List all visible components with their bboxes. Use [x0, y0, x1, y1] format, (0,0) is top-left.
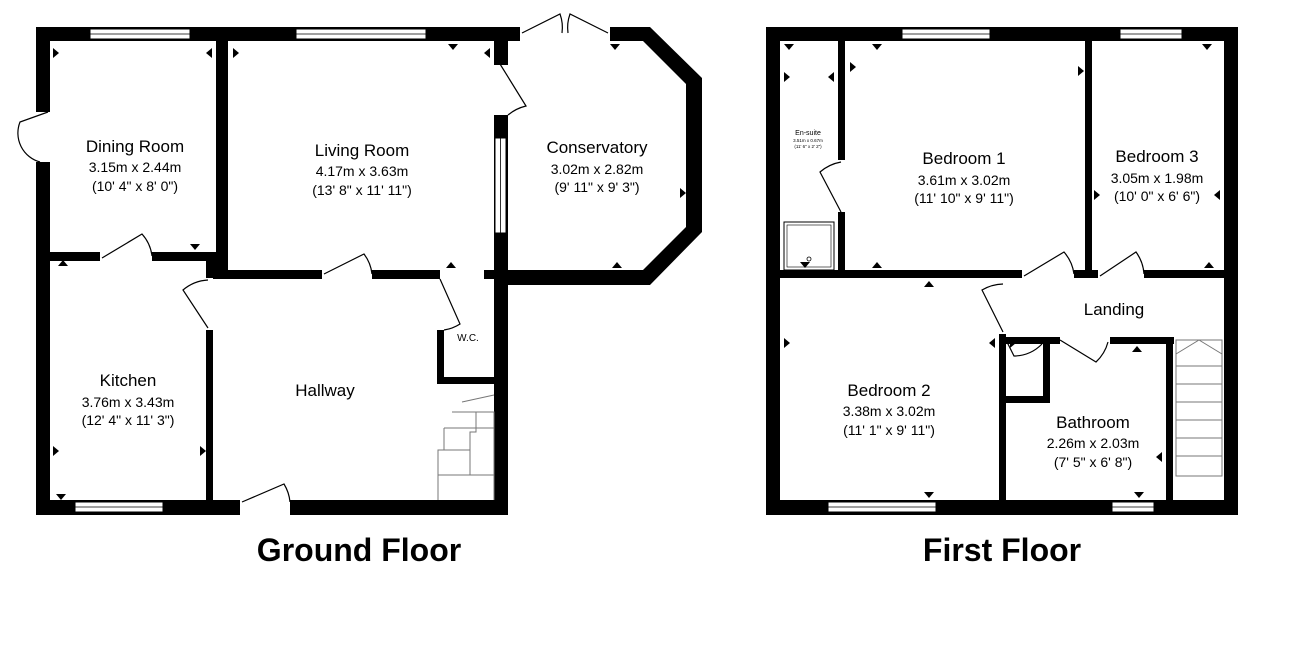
hallway-name: Hallway [295, 381, 355, 400]
wall [1166, 337, 1173, 505]
wall [36, 27, 50, 515]
door [182, 279, 209, 329]
door [819, 161, 842, 213]
wc-wall [437, 377, 497, 384]
dining-room-name: Dining Room [86, 137, 184, 156]
ensuite-imperial: (11' 6" x 2' 2") [794, 144, 822, 149]
door [567, 13, 609, 34]
wall [494, 27, 508, 65]
kitchen-metric: 3.76m x 3.43m [82, 394, 175, 410]
staircase [1175, 339, 1223, 477]
bathroom-metric: 2.26m x 2.03m [1047, 435, 1140, 451]
bathroom-name: Bathroom [1056, 413, 1130, 432]
wall [1043, 337, 1050, 403]
door [1059, 339, 1109, 363]
dining-room-metric: 3.15m x 2.44m [89, 159, 182, 175]
door [17, 111, 49, 163]
conservatory-metric: 3.02m x 2.82m [551, 161, 644, 177]
bedroom2-imperial: (11' 1" x 9' 11") [843, 422, 935, 438]
first-floor-title: First Floor [923, 532, 1081, 568]
door [499, 63, 527, 116]
kitchen-imperial: (12' 4" x 11' 3") [82, 412, 175, 428]
bedroom1-metric: 3.61m x 3.02m [918, 172, 1011, 188]
wall [1006, 337, 1060, 344]
bedroom1-imperial: (11' 10" x 9' 11") [914, 190, 1014, 206]
door [1023, 251, 1075, 277]
bedroom2-metric: 3.38m x 3.02m [843, 403, 936, 419]
wc-name: W.C. [457, 333, 479, 344]
ensuite-metric: 3.51m x 0.67m [793, 138, 823, 143]
first-floor-plan: En-suite 3.51m x 0.67m (11' 6" x 2' 2") … [766, 27, 1238, 568]
bedroom3-metric: 3.05m x 1.98m [1111, 170, 1204, 186]
living-room-name: Living Room [315, 141, 410, 160]
staircase [437, 394, 495, 500]
bedroom2-name: Bedroom 2 [847, 381, 930, 400]
door [981, 283, 1004, 333]
wall [838, 27, 845, 275]
wall [216, 27, 228, 277]
wall [999, 334, 1006, 504]
living-room-imperial: (13' 8" x 11' 11") [312, 182, 412, 198]
room-markers [53, 44, 686, 500]
wall [1085, 27, 1092, 277]
wall [766, 270, 1238, 278]
conservatory-name: Conservatory [546, 138, 648, 157]
door [1005, 339, 1043, 357]
door [1099, 251, 1145, 277]
wall [1006, 396, 1050, 403]
room-markers [784, 44, 1220, 498]
shower-tray [783, 221, 835, 271]
ensuite-name: En-suite [795, 130, 821, 137]
door [241, 483, 291, 503]
bathroom-imperial: (7' 5" x 6' 8") [1054, 454, 1132, 470]
wc-wall [437, 330, 444, 384]
kitchen-name: Kitchen [100, 371, 157, 390]
dining-room-imperial: (10' 4" x 8' 0") [92, 178, 178, 194]
living-room-metric: 4.17m x 3.63m [316, 163, 409, 179]
wall [494, 272, 508, 515]
bedroom1-name: Bedroom 1 [922, 149, 1005, 168]
bedroom3-imperial: (10' 0" x 6' 6") [1114, 188, 1200, 204]
door [101, 233, 153, 259]
conservatory-imperial: (9' 11" x 9' 3") [554, 179, 639, 195]
door [323, 253, 373, 275]
door [439, 278, 461, 331]
wall [1110, 337, 1174, 344]
ground-floor-title: Ground Floor [257, 532, 461, 568]
ground-floor-plan: Dining Room 3.15m x 2.44m (10' 4" x 8' 0… [17, 13, 702, 568]
landing-name: Landing [1084, 300, 1145, 319]
bedroom3-name: Bedroom 3 [1115, 147, 1198, 166]
door [521, 13, 563, 34]
wall [206, 330, 213, 505]
